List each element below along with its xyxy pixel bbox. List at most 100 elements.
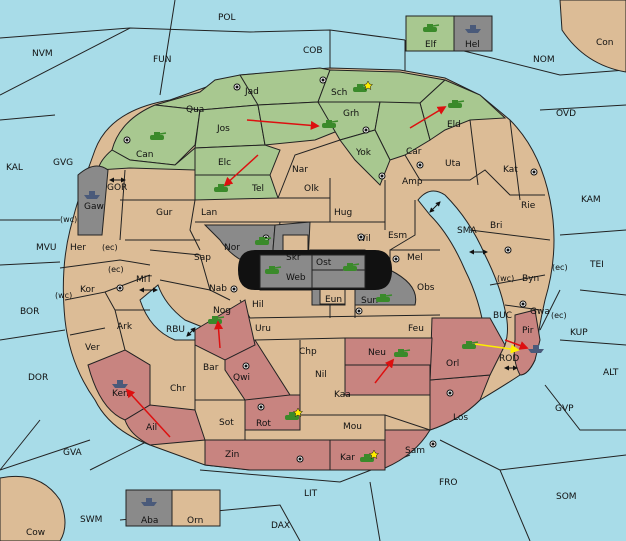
label-nom: NOM — [533, 55, 555, 65]
label-kaa: Kaa — [334, 390, 351, 400]
region-yok[interactable] — [339, 129, 391, 186]
tank-icon[interactable] — [265, 266, 282, 274]
support-arrow — [474, 343, 520, 354]
label-alt: ALT — [603, 368, 619, 378]
label-mit: MIT — [136, 275, 152, 285]
label-qwi: Qwi — [233, 373, 250, 383]
label-sma: SMA — [457, 226, 477, 236]
region-tel[interactable] — [194, 174, 279, 201]
label-zin: Zin — [225, 450, 239, 460]
ship-icon[interactable] — [528, 345, 544, 353]
label-rbu: RBU — [166, 325, 185, 335]
units — [84, 24, 544, 506]
region-cow[interactable] — [0, 475, 66, 541]
label-los: Los — [453, 413, 468, 423]
legend-aba — [125, 489, 173, 527]
region-ail[interactable] — [124, 404, 206, 446]
region-nog[interactable] — [194, 299, 256, 361]
star-icon — [292, 407, 304, 417]
label-wc-1: (wc) — [60, 215, 77, 224]
label-kal: KAL — [6, 163, 23, 173]
star-icon — [368, 449, 380, 459]
region-kaa[interactable] — [344, 364, 431, 396]
star-icon — [362, 80, 374, 90]
label-eld: Eld — [447, 120, 461, 130]
label-gvg: GVG — [53, 158, 73, 168]
label-aba: Aba — [141, 516, 158, 526]
label-elf: Elf — [425, 40, 437, 50]
label-sch: Sch — [331, 88, 347, 98]
connection-arrows — [109, 177, 518, 371]
label-pir: Pir — [522, 326, 534, 336]
legend-elf — [405, 15, 455, 52]
label-lan: Lan — [201, 208, 217, 218]
tank-icon[interactable] — [322, 120, 339, 128]
label-elc: Elc — [218, 158, 231, 168]
supply-centers — [116, 76, 538, 463]
label-uru: Uru — [255, 324, 271, 334]
ship-icon[interactable] — [112, 380, 128, 388]
tank-icon[interactable] — [343, 263, 360, 271]
region-jos-east[interactable] — [257, 101, 341, 146]
label-kor: Kor — [80, 285, 95, 295]
region-elc[interactable] — [194, 144, 281, 176]
label-kat: Kat — [503, 165, 518, 175]
label-nil: Nil — [315, 370, 327, 380]
label-con: Con — [596, 38, 614, 48]
tank-icon[interactable] — [448, 100, 465, 108]
region-zin[interactable] — [204, 439, 331, 471]
label-orl: Orl — [446, 359, 459, 369]
label-rot: Rot — [256, 419, 271, 429]
label-grh: Grh — [343, 109, 359, 119]
label-lit: LIT — [304, 489, 318, 499]
label-neu: Neu — [368, 348, 386, 358]
ship-icon[interactable] — [84, 191, 100, 199]
region-eld[interactable] — [419, 79, 507, 141]
label-tel: Tel — [251, 184, 264, 194]
label-feu: Feu — [408, 324, 424, 334]
label-jad: Jad — [244, 87, 259, 97]
label-skr: Skr — [286, 253, 301, 263]
label-byn: Byn — [522, 274, 539, 284]
label-ec-4: (ec) — [551, 311, 567, 320]
label-olk: Olk — [304, 184, 320, 194]
legend-orn — [171, 489, 221, 527]
label-nab: Nab — [209, 284, 227, 294]
label-orn: Orn — [187, 516, 203, 526]
tank-icon[interactable] — [394, 349, 411, 357]
order-arrow — [504, 339, 529, 350]
label-fro: FRO — [439, 478, 458, 488]
label-wc-2: (wc) — [55, 291, 72, 300]
label-nvm: NVM — [32, 49, 53, 59]
label-amp: Amp — [402, 177, 423, 187]
ship-icon — [141, 498, 157, 506]
label-gva: GVA — [63, 448, 83, 458]
region-gaw[interactable] — [77, 165, 109, 236]
label-mel: Mel — [407, 253, 423, 263]
label-ver: Ver — [85, 343, 100, 353]
tank-icon[interactable] — [150, 132, 167, 140]
region-kar[interactable] — [329, 439, 386, 471]
order-arrow — [246, 119, 320, 130]
order-arrow — [125, 388, 171, 438]
region-los[interactable] — [429, 374, 491, 431]
label-eun: Eun — [325, 295, 342, 305]
label-ec-1: (ec) — [102, 243, 118, 252]
label-sam: Sam — [405, 446, 425, 456]
region-sma-sea[interactable] — [417, 190, 508, 346]
tank-icon[interactable] — [255, 237, 272, 245]
label-jos: Jos — [216, 124, 230, 134]
label-som: SOM — [556, 492, 577, 502]
label-nor: Nor — [224, 243, 240, 253]
label-wc-3: (wc) — [497, 274, 514, 283]
region-jos[interactable] — [194, 104, 266, 149]
label-web: Web — [286, 273, 306, 283]
label-gur: Gur — [156, 208, 173, 218]
tank-icon[interactable] — [462, 341, 479, 349]
move-orders — [125, 106, 529, 438]
label-ark: Ark — [117, 322, 133, 332]
tank-icon[interactable] — [376, 294, 393, 302]
